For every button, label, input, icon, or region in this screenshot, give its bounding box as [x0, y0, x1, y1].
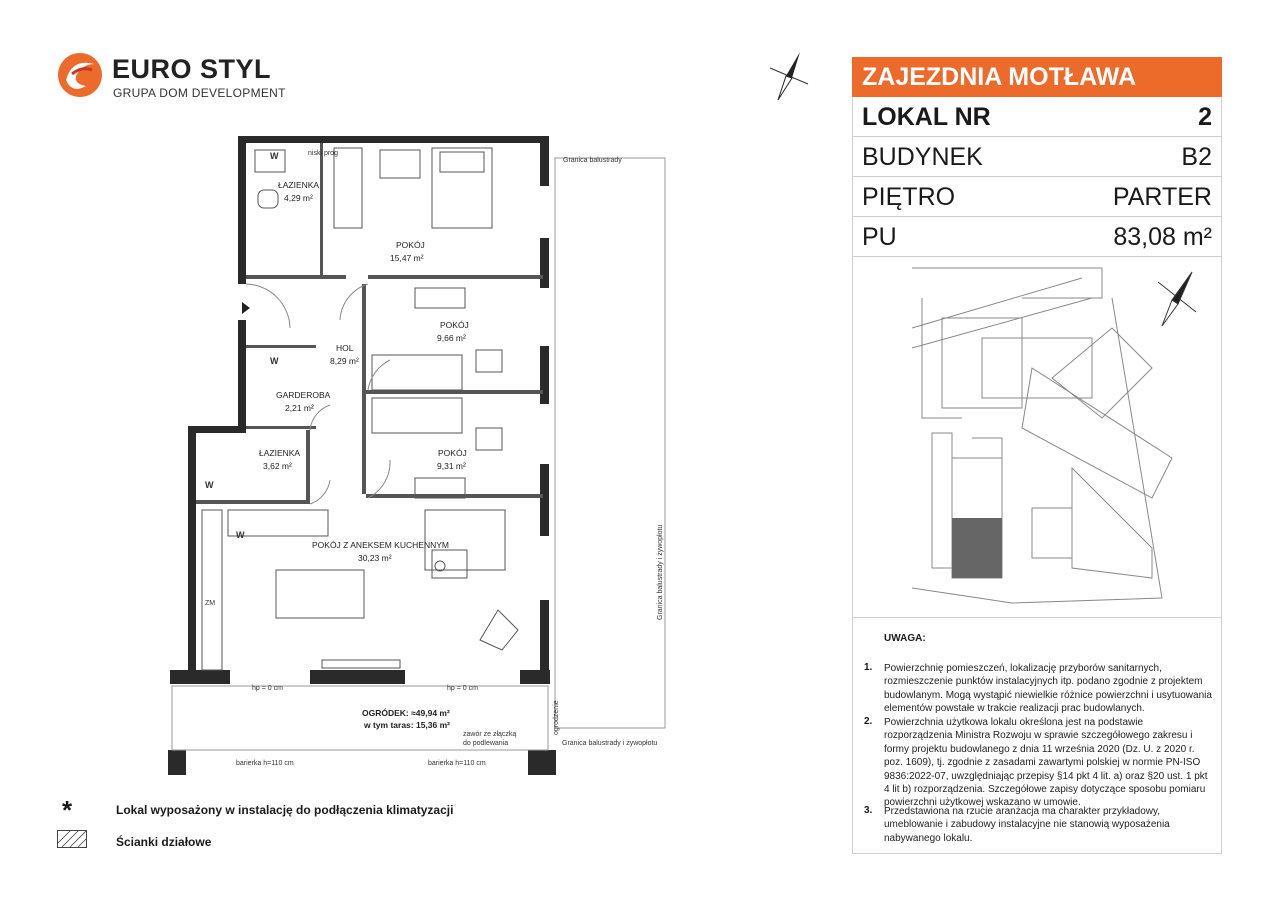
room-area-living-kitchen: 30,23 m² [358, 553, 392, 563]
threshold-label: niski prog [308, 150, 338, 157]
project-title: ZAJEZDNIA MOTŁAWA [852, 57, 1222, 97]
note-number: 1. [864, 662, 873, 673]
hatch-pattern-icon [57, 830, 87, 848]
note-text: Powierzchnię pomieszczeń, lokalizację pr… [884, 663, 1212, 715]
room-name-bathroom-1: ŁAZIENKA [278, 180, 320, 190]
terrace [171, 157, 666, 751]
room-name-living-kitchen: POKÓJ Z ANEKSEM KUCHENNYM [312, 540, 449, 550]
washer-label-4: W [236, 530, 245, 540]
aircon-star-icon: * [62, 795, 73, 825]
info-row-area: PU 83,08 m² [852, 217, 1222, 257]
brand-name: EURO STYL [112, 54, 272, 84]
room-area-wardrobe: 2,21 m² [285, 403, 314, 413]
euro-styl-logo [58, 53, 102, 97]
info-row-floor: PIĘTRO PARTER [852, 177, 1222, 217]
railing-label-side: Granica balustrady i żywopłotu [657, 524, 664, 620]
doors [245, 283, 391, 505]
terrace-area: w tym taras: 15,36 m² [364, 720, 450, 730]
floor-plan [168, 136, 666, 775]
legend-aircon: Lokal wyposażony w instalację do podłącz… [116, 803, 454, 817]
info-key: LOKAL NR [862, 103, 991, 131]
washer-label-1: W [270, 151, 279, 161]
site-plan [852, 258, 1222, 618]
barrier-label-2: barierka h=110 cm [428, 760, 486, 767]
furniture [201, 147, 519, 671]
info-value: 2 [1198, 103, 1212, 131]
garden-area: OGRÓDEK: ≈49,94 m² [362, 708, 450, 718]
barrier-label-1: barierka h=110 cm [236, 760, 294, 767]
window-height-label-1: hp = 0 cm [252, 685, 283, 692]
info-value: PARTER [1112, 183, 1212, 211]
info-row-building: BUDYNEK B2 [852, 137, 1222, 177]
info-value: 83,08 m² [1113, 223, 1212, 251]
room-area-bedroom-1: 15,47 m² [390, 253, 424, 263]
room-area-bedroom-2: 9,66 m² [437, 333, 466, 343]
room-name-bedroom-2: POKÓJ [440, 320, 469, 330]
interior-walls [196, 143, 543, 504]
window-height-label-2: hp = 0 cm [447, 685, 478, 692]
note-number: 3. [864, 805, 873, 816]
washer-label-3: W [205, 480, 214, 490]
info-key: BUDYNEK [862, 143, 983, 171]
meter-label: ZM [205, 600, 216, 607]
room-name-bathroom-2: ŁAZIENKA [259, 448, 301, 458]
note-text: Powierzchnia użytkowa lokalu określona j… [884, 717, 1208, 809]
notes-title: UWAGA: [884, 633, 926, 644]
room-area-bathroom-1: 4,29 m² [284, 193, 313, 203]
exterior-walls [168, 136, 556, 775]
info-key: PIĘTRO [862, 183, 956, 211]
info-value: B2 [1181, 143, 1212, 171]
room-area-bedroom-3: 9,31 m² [437, 461, 466, 471]
info-key: PU [862, 223, 897, 251]
note-number: 2. [864, 716, 873, 727]
room-area-bathroom-2: 3,62 m² [263, 461, 292, 471]
valve-label: zawór ze złączką do podlewania [463, 731, 517, 747]
room-name-bedroom-3: POKÓJ [438, 448, 467, 458]
room-name-wardrobe: GARDEROBA [276, 390, 331, 400]
fence-label: ogrodzenie [553, 700, 560, 735]
brand-subtitle: GRUPA DOM DEVELOPMENT [113, 86, 286, 100]
railing-label-top: Granica balustrady [563, 157, 622, 164]
site-plan-drawing [911, 267, 1197, 604]
legend-partitions: Ścianki działowe [116, 835, 212, 849]
room-name-hall: HOL [336, 343, 354, 353]
room-area-hall: 8,29 m² [330, 356, 359, 366]
note-text: Przedstawiona na rzucie aranżacja ma cha… [884, 806, 1170, 844]
north-arrow-icon [769, 52, 809, 101]
room-name-bedroom-1: POKÓJ [396, 240, 425, 250]
unit-highlight [952, 518, 1002, 578]
railing-label-bottom: Granica balustrady i żywopłotu [562, 740, 658, 747]
info-row-unit: LOKAL NR 2 [852, 97, 1222, 137]
washer-label-2: W [270, 356, 279, 366]
